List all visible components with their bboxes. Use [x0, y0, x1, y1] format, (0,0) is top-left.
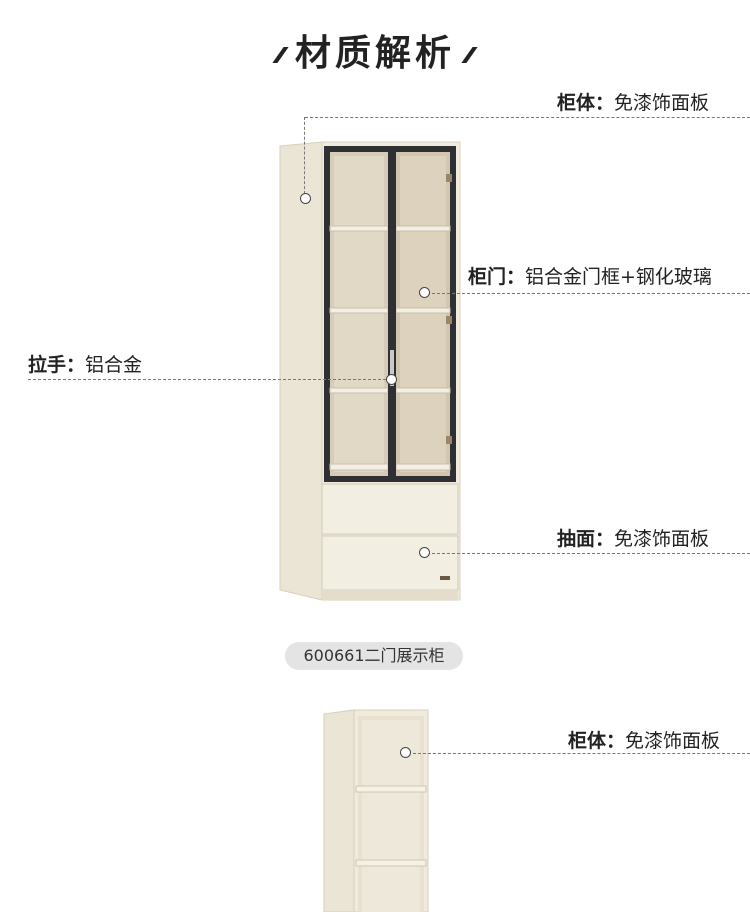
callout-drawer-marker — [419, 547, 430, 558]
callout-drawer-name: 抽面： — [557, 528, 615, 550]
callout-door-marker — [419, 287, 430, 298]
callout-body-2-marker — [400, 747, 411, 758]
callout-body-leader-vertical — [304, 117, 305, 194]
callout-handle-name: 拉手： — [28, 354, 86, 376]
callout-handle-leader — [28, 379, 386, 380]
title-left-slash — [272, 47, 289, 63]
callout-body-value: 免漆饰面板 — [614, 92, 710, 114]
callout-door-label: 柜门：铝合金门框+钢化玻璃 — [468, 262, 712, 289]
callout-body-label: 柜体：免漆饰面板 — [557, 88, 709, 115]
callout-body-2-name: 柜体： — [568, 730, 626, 752]
callout-body-2-value: 免漆饰面板 — [625, 730, 721, 752]
callout-drawer-value: 免漆饰面板 — [614, 528, 710, 550]
two-door-display-cabinet-image — [279, 141, 461, 601]
title-right-slash — [461, 47, 478, 63]
callout-drawer-leader — [432, 553, 750, 554]
callout-handle-label: 拉手：铝合金 — [28, 350, 142, 377]
callout-handle-value: 铝合金 — [85, 354, 143, 376]
callout-body-2-leader — [413, 753, 750, 754]
callout-body-name: 柜体： — [557, 92, 615, 114]
page-title: 材质解析 — [0, 24, 750, 76]
title-text: 材质解析 — [294, 33, 455, 74]
callout-door-name: 柜门： — [468, 266, 526, 288]
callout-door-leader — [432, 293, 750, 294]
product-caption: 600661二门展示柜 — [285, 642, 463, 670]
open-shelf-cabinet-image — [323, 709, 429, 912]
callout-body-leader — [305, 117, 750, 118]
callout-body-marker — [300, 193, 311, 204]
callout-door-value: 铝合金门框+钢化玻璃 — [525, 266, 712, 288]
callout-drawer-label: 抽面：免漆饰面板 — [557, 524, 709, 551]
callout-body-2-label: 柜体：免漆饰面板 — [568, 726, 720, 753]
callout-handle-marker — [386, 374, 397, 385]
